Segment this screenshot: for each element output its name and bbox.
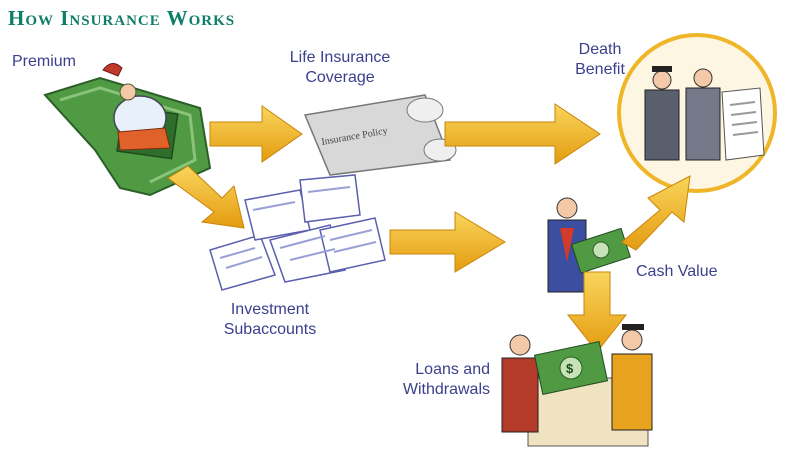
investment-line-2: Subaccounts <box>223 321 317 338</box>
life-insurance-coverage-label: Life Insurance Coverage <box>265 48 415 88</box>
svg-text:$: $ <box>566 361 574 376</box>
cash-value-figure <box>547 197 631 293</box>
premium-text: Premium <box>12 53 77 70</box>
death-line-1: Death <box>578 41 622 58</box>
arrow-premium-to-investment <box>167 165 245 229</box>
investment-line-1: Investment <box>230 301 310 318</box>
arrow-cash-value-to-death-benefit <box>621 175 691 251</box>
premium-label: Premium <box>12 52 76 72</box>
premium-money-illustration <box>43 63 212 197</box>
loans-line-1: Loans and <box>415 361 490 378</box>
cash-value-label: Cash Value <box>636 262 718 282</box>
death-line-2: Benefit <box>575 61 625 78</box>
coverage-line-2: Coverage <box>305 69 375 86</box>
loans-line-2: Withdrawals <box>402 381 490 398</box>
loans-withdrawals-label: Loans and Withdrawals <box>360 360 490 400</box>
coverage-line-1: Life Insurance <box>289 49 391 66</box>
arrow-premium-to-policy <box>209 105 303 163</box>
loans-withdrawals-illustration: $ <box>501 324 653 447</box>
investment-papers-illustration <box>209 174 386 291</box>
arrow-policy-to-death-benefit <box>444 103 601 165</box>
arrow-cash-value-to-loans <box>566 271 628 353</box>
investment-subaccounts-label: Investment Subaccounts <box>200 300 340 340</box>
cash-value-text: Cash Value <box>636 263 718 280</box>
insurance-policy-scroll: Insurance Policy <box>303 94 457 176</box>
death-benefit-illustration <box>617 33 777 193</box>
page-title: How Insurance Works <box>8 6 236 30</box>
death-benefit-label: Death Benefit <box>555 40 645 80</box>
arrow-investment-to-cash-value <box>389 211 506 273</box>
